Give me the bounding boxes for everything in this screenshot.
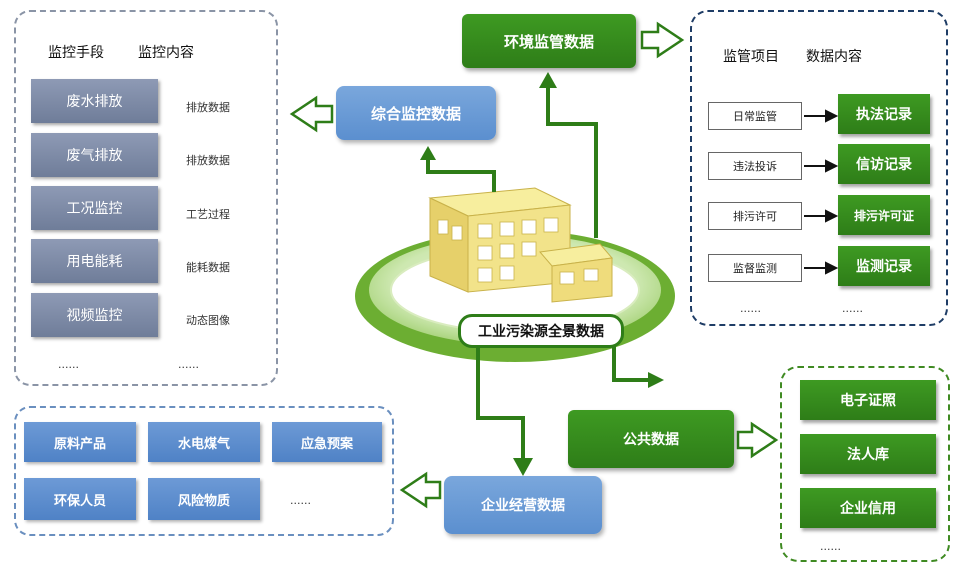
record-permit: 排污许可证 — [838, 195, 930, 235]
more-supervision-contents: ...... — [842, 302, 863, 315]
method-box-exhaust: 废气排放 — [31, 133, 158, 177]
item-credit: 企业信用 — [800, 488, 936, 528]
item-legal-person: 法人库 — [800, 434, 936, 474]
supervision-item-complaint: 违法投诉 — [708, 152, 802, 180]
more-public-items: ...... — [820, 540, 841, 553]
record-petition: 信访记录 — [838, 144, 930, 184]
more-contents: ...... — [178, 358, 199, 371]
center-title: 工业污染源全景数据 — [458, 314, 624, 348]
supervision-item-daily: 日常监管 — [708, 102, 802, 130]
item-risk-substances: 风险物质 — [148, 478, 260, 520]
monitoring-method-header: 监控手段 — [48, 45, 104, 61]
factory-building-icon — [428, 187, 613, 303]
content-label-wastewater: 排放数据 — [186, 101, 230, 114]
record-enforcement: 执法记录 — [838, 94, 930, 134]
supervision-panel — [690, 10, 948, 326]
monitoring-panel — [14, 10, 278, 386]
connector-env — [546, 86, 598, 238]
item-emergency-plan: 应急预案 — [272, 422, 382, 462]
public-data-node: 公共数据 — [568, 410, 734, 468]
monitoring-content-header: 监控内容 — [138, 45, 194, 61]
supervision-item-permit: 排污许可 — [708, 202, 802, 230]
connector-enterprise — [476, 348, 525, 460]
enterprise-data-node: 企业经营数据 — [444, 476, 602, 534]
connector-public — [612, 344, 650, 382]
integrated-monitoring-node: 综合监控数据 — [336, 86, 496, 140]
content-label-video: 动态图像 — [186, 314, 230, 327]
public-data-panel — [780, 366, 950, 562]
env-supervision-node: 环境监管数据 — [462, 14, 636, 68]
right-panel-arrows — [804, 109, 839, 275]
supervision-item-header: 监管项目 — [723, 49, 779, 65]
hollow-arrows — [289, 21, 779, 509]
enterprise-panel — [14, 406, 394, 536]
method-box-video: 视频监控 — [31, 293, 158, 337]
more-enterprise-items: ...... — [290, 494, 311, 507]
method-box-power: 用电能耗 — [31, 239, 158, 283]
content-label-operation: 工艺过程 — [186, 208, 230, 221]
method-box-operation: 工况监控 — [31, 186, 158, 230]
supervision-content-header: 数据内容 — [806, 49, 862, 65]
item-env-staff: 环保人员 — [24, 478, 136, 520]
content-label-power: 能耗数据 — [186, 261, 230, 274]
item-utilities: 水电煤气 — [148, 422, 260, 462]
more-methods: ...... — [58, 358, 79, 371]
more-supervision-items: ...... — [740, 302, 761, 315]
item-raw-materials: 原料产品 — [24, 422, 136, 462]
item-e-license: 电子证照 — [800, 380, 936, 420]
content-label-exhaust: 排放数据 — [186, 154, 230, 167]
record-monitoring: 监测记录 — [838, 246, 930, 286]
method-box-wastewater: 废水排放 — [31, 79, 158, 123]
supervision-item-monitoring: 监督监测 — [708, 254, 802, 282]
connector-integrated — [426, 160, 496, 192]
